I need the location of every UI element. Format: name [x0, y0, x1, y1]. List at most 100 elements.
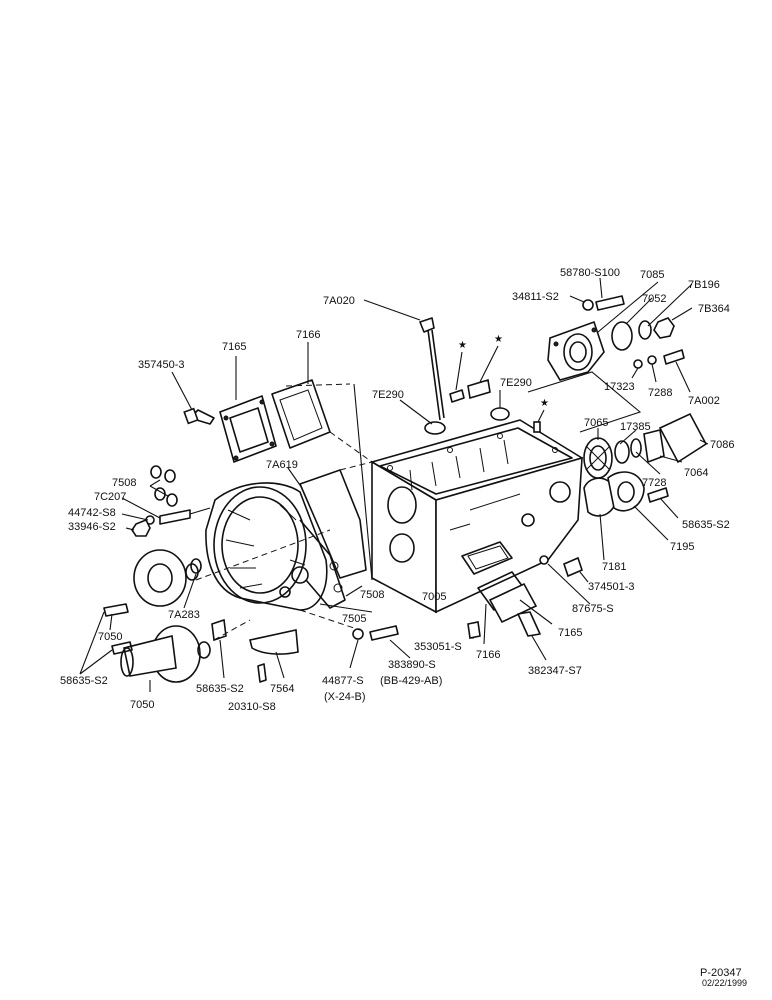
label-44877-sub: (X-24-B) — [324, 691, 366, 703]
label-7e290-right: 7E290 — [500, 377, 532, 389]
label-7165-top: 7165 — [222, 341, 246, 353]
label-7064: 7064 — [684, 467, 708, 479]
plug-7e290-right — [490, 407, 510, 421]
bolt-58635-right — [647, 487, 669, 503]
bolt-58780 — [595, 295, 625, 311]
label-7b364: 7B364 — [698, 303, 730, 315]
flange-7050-lower — [120, 625, 211, 683]
nut-7b364 — [653, 317, 675, 339]
label-7a020: 7A020 — [323, 295, 355, 307]
block-b — [467, 378, 491, 400]
seal-7052 — [611, 321, 633, 351]
label-7505: 7505 — [342, 613, 366, 625]
label-383890: 383890-S — [388, 659, 436, 671]
label-7052: 7052 — [642, 293, 666, 305]
star-marker-3: ★ — [540, 398, 549, 409]
bolt-58635-middle — [211, 618, 227, 642]
label-7166-top: 7166 — [296, 329, 320, 341]
plug-353051 — [467, 621, 481, 639]
label-353051: 353051-S — [414, 641, 462, 653]
bolt-58635-lower — [111, 641, 133, 655]
label-7195: 7195 — [670, 541, 694, 553]
bolt-20310 — [257, 663, 267, 683]
leader-lines — [79, 277, 709, 692]
label-7508-right: 7508 — [360, 589, 384, 601]
flange-7050-upper — [133, 549, 199, 607]
label-58635-right: 58635-S2 — [682, 519, 730, 531]
label-7a002: 7A002 — [688, 395, 720, 407]
label-7166-bottom: 7166 — [476, 649, 500, 661]
snap-ring-7728 — [630, 438, 642, 458]
washer-34811 — [582, 299, 594, 311]
label-7564: 7564 — [270, 683, 294, 695]
label-7728: 7728 — [642, 477, 666, 489]
top-cover-plate — [219, 394, 277, 464]
bearing-17385 — [614, 440, 630, 464]
pin-c — [533, 421, 541, 433]
bolt-383890 — [369, 625, 399, 641]
stud-7c207 — [159, 509, 191, 525]
label-7050-lower: 7050 — [130, 699, 154, 711]
label-7005: 7005 — [422, 591, 446, 603]
star-marker-2: ★ — [494, 334, 503, 345]
retainer-7195 — [607, 471, 645, 512]
fitting-87675 — [539, 555, 549, 565]
top-cover-gasket — [271, 379, 331, 449]
label-7085: 7085 — [640, 269, 664, 281]
bolt-58635-upper — [103, 603, 129, 617]
label-58780: 58780-S100 — [560, 267, 620, 279]
label-357450: 357450-3 — [138, 359, 185, 371]
label-44742: 44742-S8 — [68, 507, 116, 519]
washer-44877 — [352, 628, 364, 640]
stud-a — [449, 389, 465, 403]
label-17323: 17323 — [604, 381, 635, 393]
label-33946: 33946-S2 — [68, 521, 116, 533]
label-17385: 17385 — [620, 421, 651, 433]
label-383890-sub: (BB-429-AB) — [380, 675, 442, 687]
label-58635-left: 58635-S2 — [60, 675, 108, 687]
label-7b196: 7B196 — [688, 279, 720, 291]
washer-17323 — [633, 359, 643, 369]
rear-bearing-retainer — [547, 320, 605, 381]
label-7065: 7065 — [584, 417, 608, 429]
dust-cover-7564 — [249, 629, 299, 655]
plug-7e290-left — [424, 421, 446, 435]
label-382347: 382347-S7 — [528, 665, 582, 677]
bolt-382347 — [517, 611, 541, 637]
dipstick-7a020 — [419, 317, 445, 421]
gear-7064 — [643, 429, 665, 464]
label-44877: 44877-S — [322, 675, 364, 687]
label-87675: 87675-S — [572, 603, 614, 615]
plug-374501 — [563, 556, 583, 578]
label-7e290-left: 7E290 — [372, 389, 404, 401]
side-cover — [488, 582, 538, 624]
transmission-case — [371, 419, 583, 614]
label-7086: 7086 — [710, 439, 734, 451]
cover-7086 — [658, 412, 708, 464]
reference-id: P-20347 — [700, 967, 742, 979]
reference-date: 02/22/1999 — [702, 978, 747, 988]
bolt-357450 — [183, 407, 215, 425]
ring-7b196 — [638, 320, 652, 340]
nut-33946 — [131, 518, 151, 537]
label-20310: 20310-S8 — [228, 701, 276, 713]
label-7508-left: 7508 — [112, 477, 136, 489]
label-34811: 34811-S2 — [512, 291, 559, 303]
bolt-7a002 — [663, 349, 685, 365]
star-marker-1: ★ — [458, 340, 467, 351]
label-7a283: 7A283 — [168, 609, 200, 621]
label-7c207: 7C207 — [94, 491, 126, 503]
label-374501: 374501-3 — [588, 581, 635, 593]
label-7181: 7181 — [602, 561, 626, 573]
gear-7065 — [583, 437, 613, 479]
label-7a619: 7A619 — [266, 459, 298, 471]
label-7165-bottom: 7165 — [558, 627, 582, 639]
label-58635-middle: 58635-S2 — [196, 683, 244, 695]
label-7050-upper: 7050 — [98, 631, 122, 643]
seal-7a283 — [190, 558, 202, 574]
bushings-7508 — [150, 465, 178, 507]
label-7288: 7288 — [648, 387, 672, 399]
bell-housing — [205, 482, 346, 611]
washer-7288 — [647, 355, 657, 365]
